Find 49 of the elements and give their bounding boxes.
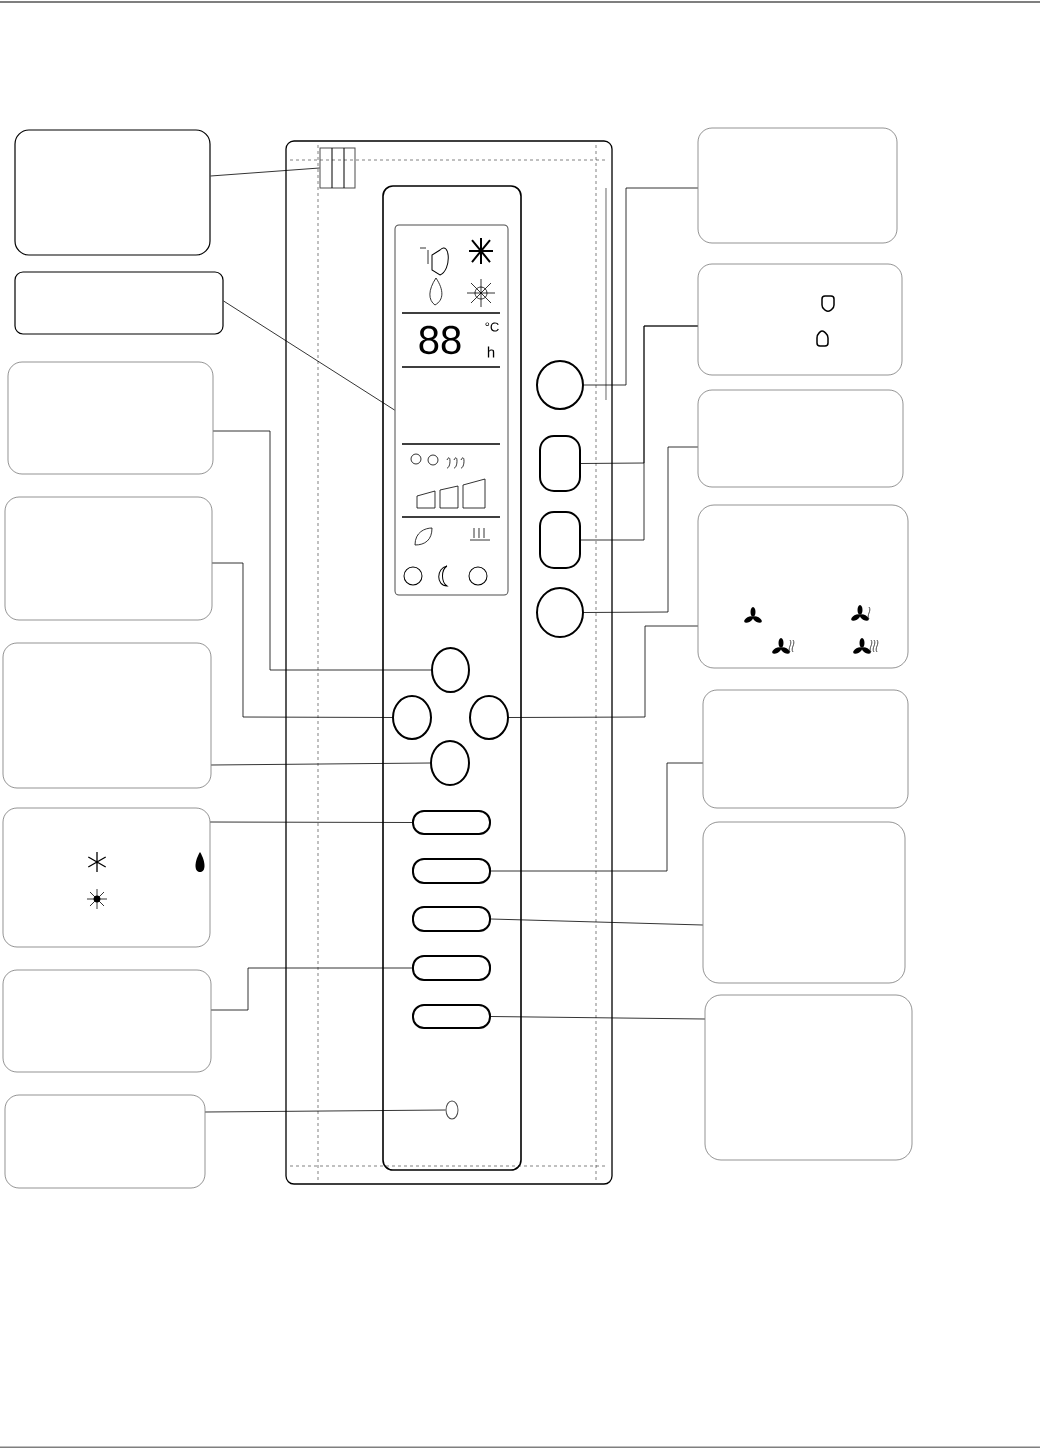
- unit-symbol: °C: [485, 322, 499, 332]
- callout-box: [4, 496, 213, 621]
- round-button: [430, 740, 470, 786]
- callout-box: [702, 689, 909, 809]
- round-button: [536, 360, 584, 410]
- leader-line: [210, 967, 413, 1011]
- leader-line: [210, 762, 431, 766]
- callout-box: [704, 994, 913, 1161]
- leader-line: [211, 562, 393, 718]
- callout-box: [697, 504, 909, 669]
- callout-box: [4, 1094, 206, 1189]
- callout-box: [2, 969, 212, 1073]
- lcd-digits: 88: [419, 325, 461, 355]
- callout-box: [14, 271, 224, 335]
- round-button: [431, 647, 470, 693]
- leader-line: [490, 762, 704, 872]
- leader-line: [508, 625, 699, 718]
- slim-button: [412, 858, 491, 884]
- round-button: [536, 587, 584, 638]
- leader-line: [583, 187, 699, 386]
- slim-button: [412, 955, 491, 981]
- leader-line: [583, 446, 699, 613]
- leader-line: [580, 325, 699, 541]
- leader-line: [210, 167, 320, 177]
- callout-box: [697, 263, 903, 376]
- slim-button: [412, 810, 491, 835]
- callout-box: [697, 127, 898, 244]
- leader-line: [204, 1109, 446, 1113]
- callout-box: [2, 807, 211, 948]
- slim-button: [412, 1004, 491, 1029]
- callout-box: [7, 361, 214, 475]
- round-button: [392, 695, 432, 740]
- callout-box: [697, 389, 904, 488]
- slide-switch: [319, 147, 356, 189]
- round-button: [469, 695, 509, 740]
- lcd-screen: [394, 224, 509, 596]
- callout-box: [14, 129, 211, 256]
- d-button: [539, 511, 581, 569]
- leader-line: [490, 1016, 706, 1020]
- callout-box: [2, 642, 212, 789]
- leader-line: [490, 918, 704, 926]
- leader-line: [212, 430, 432, 671]
- slim-button: [412, 906, 491, 932]
- callout-box: [702, 821, 906, 984]
- d-button: [539, 435, 581, 492]
- leader-line: [223, 300, 395, 411]
- leader-line: [209, 821, 413, 823]
- indicator-light: [445, 1100, 459, 1120]
- unit-symbol: h: [487, 346, 495, 358]
